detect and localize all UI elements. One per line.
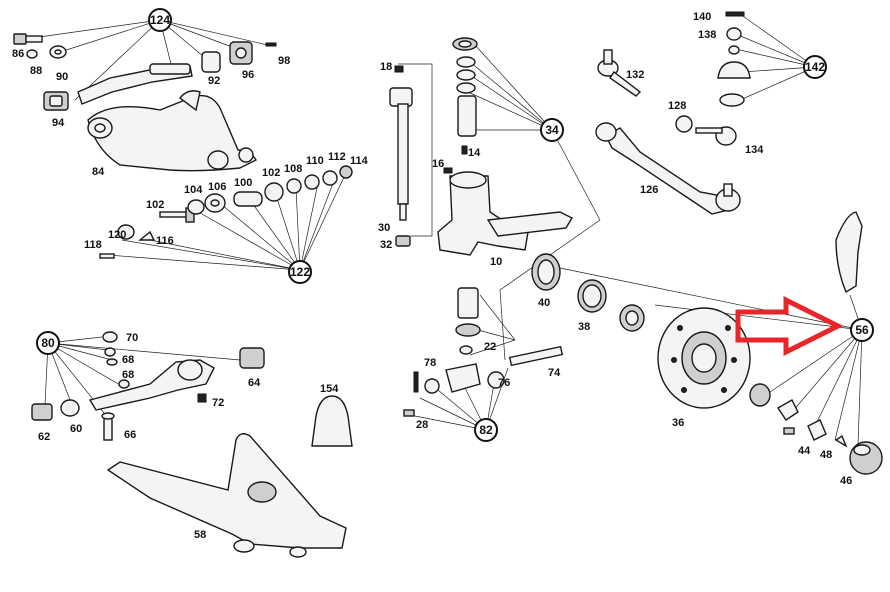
label-46: 46: [840, 475, 852, 487]
label-66: 66: [124, 429, 136, 441]
label-40: 40: [538, 297, 550, 309]
wheel-hub-group: [531, 211, 883, 475]
label-14: 14: [468, 147, 481, 159]
label-104: 104: [184, 184, 203, 196]
label-112: 112: [328, 151, 346, 163]
upper-control-arm-group: [13, 33, 277, 172]
label-114: 114: [350, 155, 369, 167]
label-120: 120: [108, 229, 126, 241]
callout-82[interactable]: 82: [474, 418, 498, 442]
label-16: 16: [432, 158, 444, 170]
label-60: 60: [70, 423, 82, 435]
label-70: 70: [126, 332, 138, 344]
label-92: 92: [208, 75, 220, 87]
label-22: 22: [484, 341, 496, 353]
svg-text:142: 142: [805, 60, 825, 74]
label-88: 88: [30, 65, 42, 77]
steering-knuckle-group: [389, 37, 573, 355]
label-36: 36: [672, 417, 684, 429]
label-30: 30: [378, 222, 390, 234]
label-74: 74: [548, 367, 561, 379]
label-98: 98: [278, 55, 290, 67]
svg-text:124: 124: [150, 13, 170, 27]
label-38: 38: [578, 321, 590, 333]
svg-text:122: 122: [290, 265, 310, 279]
callout-34[interactable]: 34: [540, 118, 564, 142]
lower-control-arm: [106, 433, 347, 558]
label-28: 28: [416, 419, 428, 431]
label-110: 110: [306, 155, 324, 167]
label-96: 96: [242, 69, 254, 81]
label-132: 132: [626, 69, 644, 81]
label-44: 44: [798, 445, 811, 457]
label-126: 126: [640, 184, 658, 196]
label-102b: 102: [262, 167, 280, 179]
callout-124[interactable]: 124: [148, 8, 172, 32]
label-64: 64: [248, 377, 261, 389]
label-102: 102: [146, 199, 164, 211]
bushing-bolt-group: [99, 165, 353, 259]
label-62: 62: [38, 431, 50, 443]
leader-lines: [31, 13, 863, 446]
callout-80[interactable]: 80: [36, 331, 60, 355]
label-84: 84: [92, 166, 105, 178]
label-100: 100: [234, 177, 252, 189]
label-140: 140: [693, 11, 711, 23]
grease-cap: [311, 395, 353, 447]
label-154: 154: [320, 383, 339, 395]
svg-text:82: 82: [479, 423, 493, 437]
label-68: 68: [122, 354, 134, 366]
bracket-82-group: [403, 345, 564, 417]
label-86: 86: [12, 48, 24, 60]
label-134: 134: [745, 144, 764, 156]
callout-122[interactable]: 122: [288, 260, 312, 284]
label-76: 76: [498, 377, 510, 389]
label-106: 106: [208, 181, 226, 193]
label-94: 94: [52, 117, 65, 129]
part-labels: 86 88 90 92 96 98 94 84 102 104 106 100 …: [12, 11, 852, 541]
label-116: 116: [156, 235, 174, 247]
label-68b: 68: [122, 369, 134, 381]
label-58: 58: [194, 529, 206, 541]
label-18: 18: [380, 61, 392, 73]
label-48: 48: [820, 449, 832, 461]
lower-link-group: [31, 331, 265, 441]
label-108: 108: [284, 163, 302, 175]
callout-56[interactable]: 56: [850, 318, 874, 342]
label-72: 72: [212, 397, 224, 409]
svg-text:80: 80: [41, 336, 55, 350]
callout-142[interactable]: 142: [803, 55, 827, 79]
label-10: 10: [490, 256, 502, 268]
label-78: 78: [424, 357, 436, 369]
label-118: 118: [84, 239, 102, 251]
label-32: 32: [380, 239, 392, 251]
highlight-arrow: [735, 295, 844, 357]
label-138: 138: [698, 29, 716, 41]
svg-text:34: 34: [545, 123, 559, 137]
label-90: 90: [56, 71, 68, 83]
label-128: 128: [668, 100, 686, 112]
tie-rod-group: [595, 11, 751, 215]
svg-text:56: 56: [855, 323, 869, 337]
